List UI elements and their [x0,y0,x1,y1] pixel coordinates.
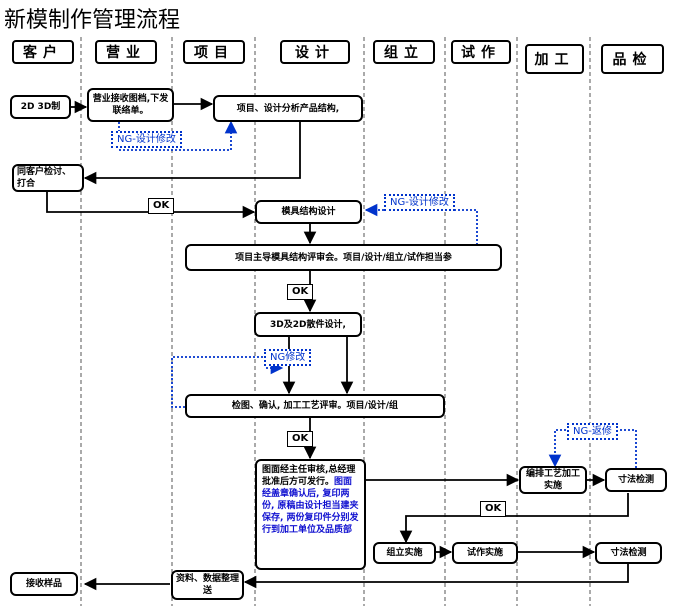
ng-loop-modify [171,356,284,408]
lane-customer: 客户 [12,40,74,64]
node-parts-design: 3D及2D散件设计, [254,312,362,337]
node-schedule: 编排工艺加工实施 [519,466,587,494]
arrow-confirm-to-mold-design [46,190,256,219]
node-review-meeting: 项目主导模具结构评审会。项目/设计/组立/试作担当参 [185,244,502,271]
arrow-analyze-to-confirm [83,122,301,185]
node-sales-receive: 营业接收图档,下发联络单。 [87,88,174,122]
arrow-measure2-to-archive [243,563,629,589]
ng-loop-rework [548,429,637,468]
ok-label-2: OK [287,284,314,300]
node-2d3d: 2D 3D制 [10,95,71,119]
node-measure-1: 寸法检测 [605,468,667,492]
node-customer-confirm: 同客户检讨、打合 [12,164,84,192]
node-approve: 图面经主任审核,总经理批准后方可发行。图面经盖章确认后, 复印两份, 原稿由设计… [255,459,366,570]
ok-label-4: OK [480,501,507,517]
page-title: 新模制作管理流程 [4,8,181,33]
lane-design: 设计 [280,40,350,64]
lane-project: 项目 [183,40,245,64]
node-assembly: 组立实施 [373,542,436,564]
node-archive: 资料、数据整理送 [171,570,244,600]
approve-text-black: 图面经主任审核,总经理批准后方可发行。 [262,465,356,487]
node-project-analyze: 项目、设计分析产品结构, [213,95,363,122]
lane-trial: 试作 [451,40,511,64]
approve-text-blue: 图面经盖章确认后, 复印两份, 原稿由设计担当建夹保存, 两份复印件分别发行到加… [262,477,359,535]
ng-label-design-2: NG-设计修改 [384,194,455,211]
ng-label-modify: NG修改 [264,349,312,366]
node-mold-design: 模具结构设计 [255,200,362,224]
node-receive-sample: 接收样品 [10,572,78,596]
lane-qc: 品检 [601,44,664,74]
ng-loop-design2 [364,203,478,245]
lane-sales: 营业 [95,40,157,64]
ng-label-design-1: NG-设计修改 [111,131,182,148]
lane-machining: 加工 [525,44,584,74]
node-trial: 试作实施 [452,542,518,564]
arrow-measure-to-assembly [399,493,629,544]
ng-label-rework: NG-返修 [567,423,618,440]
ok-label-3: OK [287,431,314,447]
lane-assembly: 组立 [373,40,435,64]
ok-label-1: OK [148,198,175,214]
node-check-review: 检图、确认, 加工工艺评审。项目/设计/组 [185,394,445,418]
node-measure-2: 寸法检测 [595,542,662,564]
